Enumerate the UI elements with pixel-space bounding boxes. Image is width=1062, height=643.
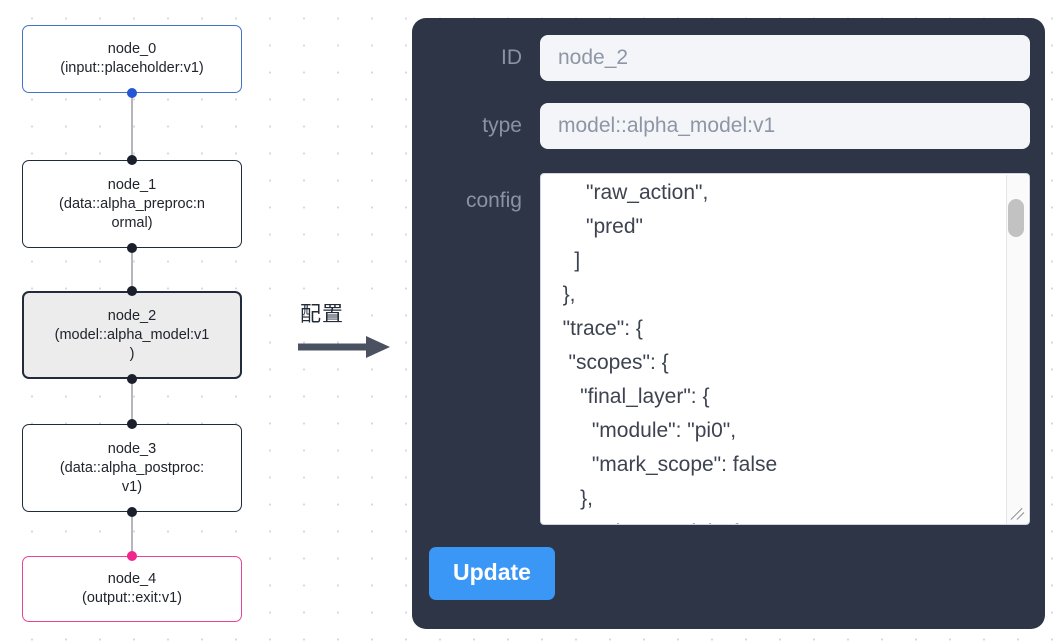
resize-grip-icon[interactable] xyxy=(1008,503,1028,523)
graph-node-node_2[interactable]: node_2 (model::alpha_model:v1 ) xyxy=(22,291,242,379)
node-type-label: (data::alpha_postproc: xyxy=(59,459,205,476)
annotation-arrow-group: 配置 xyxy=(296,298,396,360)
graph-node-node_3[interactable]: node_3 (data::alpha_postproc: v1) xyxy=(22,424,242,512)
node-id-label: node_4 xyxy=(107,571,157,587)
annotation-label: 配置 xyxy=(300,303,344,326)
config-scrollbar-track[interactable] xyxy=(1006,175,1028,524)
node_2-source-handle[interactable] xyxy=(127,374,137,384)
node_0-source-handle[interactable] xyxy=(127,88,137,98)
flow-graph[interactable]: node_0 (input::placeholder:v1) node_1 (d… xyxy=(0,0,400,643)
config-field-label: config xyxy=(465,189,522,212)
node-id-label: node_0 xyxy=(107,41,157,57)
node-type-label: (output::exit:v1) xyxy=(82,590,182,606)
id-field-row: ID xyxy=(412,35,1045,81)
node_4-target-handle[interactable] xyxy=(127,551,137,561)
graph-node-node_4[interactable]: node_4 (output::exit:v1) xyxy=(22,556,242,622)
type-field-row: type xyxy=(412,103,1045,149)
id-input[interactable] xyxy=(540,35,1030,81)
node-type-label: (input::placeholder:v1) xyxy=(60,60,204,76)
node-id-label: node_2 xyxy=(107,307,157,324)
edge-node3-node4 xyxy=(131,511,133,557)
config-scrollbar-thumb[interactable] xyxy=(1008,199,1024,237)
type-input[interactable] xyxy=(540,103,1030,149)
type-field-label: type xyxy=(482,114,522,137)
graph-node-node_1[interactable]: node_1 (data::alpha_preproc:n ormal) xyxy=(22,160,242,248)
config-textarea-wrapper: "raw_action", "pred" ] }, "trace": { "sc… xyxy=(540,173,1030,525)
node-type-label-cont: v1) xyxy=(121,478,143,495)
id-field-label: ID xyxy=(501,46,522,69)
node-id-label: node_1 xyxy=(107,176,157,193)
node-type-label: (model::alpha_model:v1 xyxy=(54,326,210,343)
node_2-target-handle[interactable] xyxy=(127,286,137,296)
node-type-label: (data::alpha_preproc:n xyxy=(59,195,205,212)
config-field-row: config "raw_action", "pred" ] }, "trace"… xyxy=(412,173,1045,525)
right-arrow-icon xyxy=(298,336,390,358)
node-config-panel: ID type config "raw_action", "pred" ] },… xyxy=(412,18,1045,629)
node-type-label-cont: ) xyxy=(129,345,135,362)
node_3-target-handle[interactable] xyxy=(127,419,137,429)
config-json-text: "raw_action", "pred" ] }, "trace": { "sc… xyxy=(562,181,778,524)
edge-node2-node3 xyxy=(131,378,133,425)
node-id-label: node_3 xyxy=(107,440,157,457)
node_1-target-handle[interactable] xyxy=(127,155,137,165)
graph-node-node_0[interactable]: node_0 (input::placeholder:v1) xyxy=(22,25,242,93)
edge-node1-node2 xyxy=(131,247,133,292)
node_1-source-handle[interactable] xyxy=(127,243,137,253)
config-textarea[interactable]: "raw_action", "pred" ] }, "trace": { "sc… xyxy=(540,173,1030,525)
node_3-source-handle[interactable] xyxy=(127,507,137,517)
update-button[interactable]: Update xyxy=(429,547,555,600)
edge-node0-node1 xyxy=(131,92,133,160)
panel-actions: Update xyxy=(412,547,1045,600)
node-type-label-cont: ormal) xyxy=(111,214,153,231)
